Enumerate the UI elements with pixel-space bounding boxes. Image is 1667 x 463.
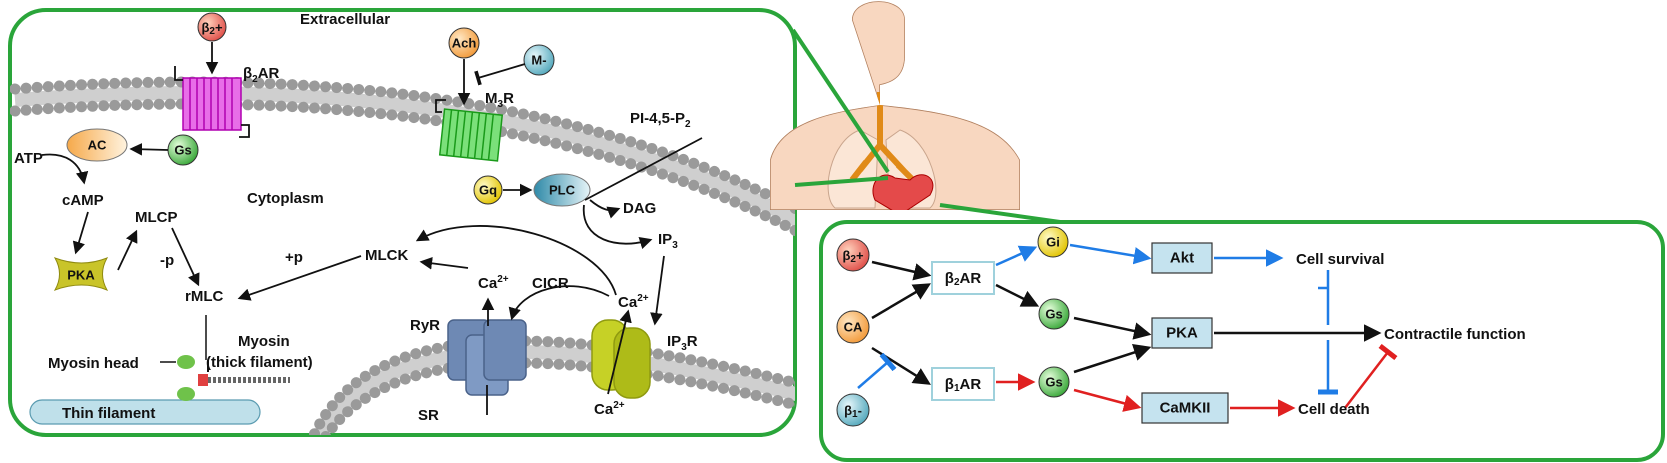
right-panel: β2+ CA β1- Gi Gs Gs β2AR β1AR bbox=[819, 220, 1665, 462]
svg-text:β2+: β2+ bbox=[842, 248, 864, 265]
m-antagonist-node: M- bbox=[523, 44, 555, 76]
mlcp-label: MLCP bbox=[135, 209, 178, 226]
beta2ar-label: β2AR bbox=[243, 65, 280, 85]
svg-text:Gs: Gs bbox=[1045, 307, 1062, 322]
extracellular-label: Extracellular bbox=[300, 11, 390, 28]
gq-node: Gq bbox=[473, 175, 503, 205]
beta1ar-box: β1AR bbox=[931, 367, 995, 401]
svg-text:CaMKII: CaMKII bbox=[1160, 400, 1211, 417]
ryr-channel bbox=[447, 319, 527, 415]
ca-node: CA bbox=[836, 310, 870, 344]
gs-node-left: Gs bbox=[167, 134, 199, 166]
cytoplasm-label: Cytoplasm bbox=[247, 190, 324, 207]
right-arrows bbox=[857, 243, 1398, 417]
cicr-label: CICR bbox=[532, 275, 569, 292]
right-panel-border bbox=[819, 220, 1665, 462]
thick-filament-label: (thick filament) bbox=[206, 354, 313, 371]
gi-node: Gi bbox=[1037, 226, 1069, 258]
svg-text:PKA: PKA bbox=[1166, 325, 1198, 342]
beta2-agonist-node-right: β2+ bbox=[836, 238, 870, 272]
svg-text:PLC: PLC bbox=[549, 183, 576, 198]
svg-text:β2+: β2+ bbox=[201, 20, 223, 37]
beta2ar-box: β2AR bbox=[931, 261, 995, 295]
svg-text:Gq: Gq bbox=[479, 183, 497, 198]
pka-box-right: PKA bbox=[1151, 317, 1213, 349]
ip3r-channel bbox=[591, 319, 651, 399]
m3-receptor-shape bbox=[435, 99, 504, 162]
svg-text:β1AR: β1AR bbox=[945, 376, 982, 394]
plus-p-label: +p bbox=[285, 249, 303, 266]
svg-text:β1-: β1- bbox=[844, 403, 862, 420]
ip3r-label: IP3R bbox=[667, 333, 698, 353]
rmlc-label: rMLC bbox=[185, 288, 223, 305]
ac-node: AC bbox=[66, 128, 128, 162]
ca-bottom-label: Ca2+ bbox=[594, 400, 625, 418]
ryr-label: RyR bbox=[410, 317, 440, 334]
ca-top-label: Ca2+ bbox=[478, 274, 509, 292]
camkii-box: CaMKII bbox=[1141, 392, 1229, 424]
ach-node: Ach bbox=[448, 27, 480, 59]
atp-label: ATP bbox=[14, 150, 43, 167]
svg-text:M-: M- bbox=[531, 53, 546, 68]
beta1-antagonist-node: β1- bbox=[836, 393, 870, 427]
ip3-label: IP3 bbox=[658, 231, 678, 251]
gs-node-bottom: Gs bbox=[1038, 366, 1070, 398]
dag-label: DAG bbox=[623, 200, 656, 217]
cell-death-label: Cell death bbox=[1298, 401, 1370, 418]
heart-shape bbox=[872, 174, 934, 210]
contractile-function-label: Contractile function bbox=[1384, 326, 1526, 343]
gs-node-top: Gs bbox=[1038, 298, 1070, 330]
thin-filament-label: Thin filament bbox=[62, 405, 155, 422]
ca-right-label: Ca2+ bbox=[618, 293, 649, 311]
svg-text:Gs: Gs bbox=[174, 143, 191, 158]
myosin-head-label: Myosin head bbox=[48, 355, 139, 372]
plc-node: PLC bbox=[533, 173, 591, 207]
svg-text:Akt: Akt bbox=[1170, 250, 1194, 267]
svg-text:Gs: Gs bbox=[1045, 375, 1062, 390]
svg-text:CA: CA bbox=[844, 320, 863, 335]
svg-text:β2AR: β2AR bbox=[945, 270, 982, 288]
left-panel: β2+ Ach M- AC Gs Gq PLC PKA bbox=[8, 8, 797, 437]
thin-filament-shape bbox=[29, 399, 261, 425]
camp-label: cAMP bbox=[62, 192, 104, 209]
akt-box: Akt bbox=[1151, 242, 1213, 274]
beta2-receptor-shape bbox=[174, 66, 250, 138]
myosin-label: Myosin bbox=[238, 333, 290, 350]
pka-node-left: PKA bbox=[53, 257, 109, 291]
svg-text:AC: AC bbox=[88, 138, 107, 153]
sr-label: SR bbox=[418, 407, 439, 424]
svg-text:Gi: Gi bbox=[1046, 235, 1060, 250]
mlck-label: MLCK bbox=[365, 247, 408, 264]
left-arrows bbox=[41, 42, 703, 395]
m3r-label: M3R bbox=[485, 90, 514, 110]
beta2-agonist-node: β2+ bbox=[197, 12, 227, 42]
cell-survival-label: Cell survival bbox=[1296, 251, 1384, 268]
myosin-filament bbox=[29, 315, 290, 425]
svg-text:PKA: PKA bbox=[67, 268, 95, 283]
zoom-connector-left bbox=[794, 176, 889, 187]
minus-p-label: -p bbox=[160, 252, 174, 269]
pip2-label: PI-4,5-P2 bbox=[630, 110, 691, 130]
trachea-shape bbox=[849, 92, 918, 185]
svg-text:Ach: Ach bbox=[452, 36, 477, 51]
plasma-membrane bbox=[10, 76, 795, 247]
